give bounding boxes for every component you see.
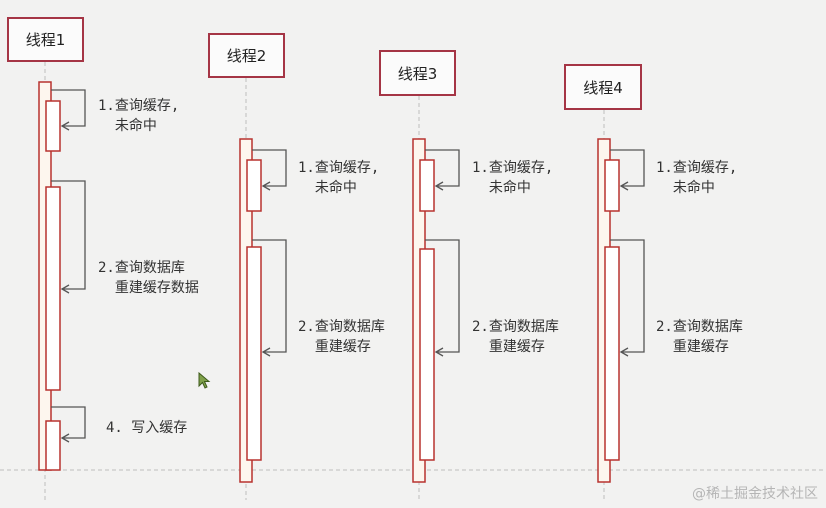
watermark: @稀土掘金技术社区 <box>692 486 818 502</box>
thread-1-arrowhead-1 <box>60 121 70 131</box>
thread-1-arrowhead-3 <box>60 433 70 443</box>
thread-2-step-1-label: 1.查询缓存, 未命中 <box>298 160 380 196</box>
thread-1-step-2-label: 2.查询数据库 重建缓存数据 <box>98 260 199 296</box>
thread-3-inner-activation-1 <box>419 159 435 212</box>
thread-3-step-2-label: 2.查询数据库 重建缓存 <box>472 319 559 355</box>
thread-4-inner-activation-1 <box>604 159 620 212</box>
thread-2-arrowhead-1 <box>261 181 271 191</box>
thread-4-self-call-arrow-2 <box>610 239 645 353</box>
thread-2-arrowhead-2 <box>261 347 271 357</box>
thread-2-step-2-label: 2.查询数据库 重建缓存 <box>298 319 385 355</box>
thread-3-inner-activation-2 <box>419 248 435 461</box>
thread-4-step-1-label: 1.查询缓存, 未命中 <box>656 160 738 196</box>
thread-1-header: 线程1 <box>7 17 84 62</box>
thread-2-header: 线程2 <box>208 33 285 78</box>
thread-3-self-call-arrow-1 <box>425 149 460 187</box>
thread-3-arrowhead-1 <box>434 181 444 191</box>
thread-1-step-1-label: 1.查询缓存, 未命中 <box>98 98 180 134</box>
thread-1-self-call-arrow-3 <box>51 406 86 439</box>
thread-4-step-2-label: 2.查询数据库 重建缓存 <box>656 319 743 355</box>
thread-1-self-call-arrow-2 <box>51 180 86 290</box>
thread-4-self-call-arrow-1 <box>610 149 645 187</box>
thread-2-self-call-arrow-2 <box>252 239 287 353</box>
thread-1-inner-activation-3 <box>45 420 61 471</box>
thread-3-header: 线程3 <box>379 50 456 96</box>
thread-3-self-call-arrow-2 <box>425 239 460 353</box>
mouse-cursor-icon <box>198 372 211 389</box>
thread-2-self-call-arrow-1 <box>252 149 287 187</box>
thread-1-step-4-label: 4. 写入缓存 <box>106 420 188 436</box>
thread-2-inner-activation-1 <box>246 159 262 212</box>
thread-4-header: 线程4 <box>564 64 642 110</box>
thread-3-step-1-label: 1.查询缓存, 未命中 <box>472 160 554 196</box>
thread-4-arrowhead-1 <box>619 181 629 191</box>
thread-4-arrowhead-2 <box>619 347 629 357</box>
thread-4-inner-activation-2 <box>604 246 620 461</box>
thread-1-inner-activation-1 <box>45 100 61 152</box>
thread-2-inner-activation-2 <box>246 246 262 461</box>
thread-1-inner-activation-2 <box>45 186 61 391</box>
thread-1-arrowhead-2 <box>60 284 70 294</box>
thread-1-self-call-arrow-1 <box>51 89 86 127</box>
thread-3-arrowhead-2 <box>434 347 444 357</box>
